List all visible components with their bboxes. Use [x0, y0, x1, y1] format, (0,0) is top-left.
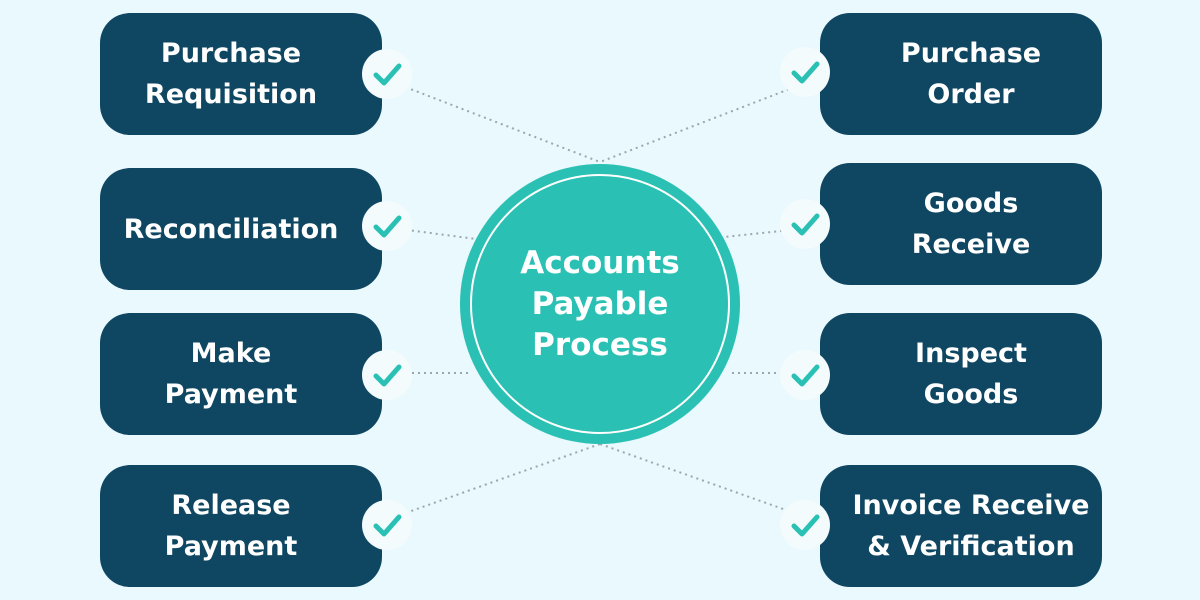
connector-release-payment: [399, 443, 601, 516]
connector-purchase-requisition: [399, 84, 601, 163]
step-label: Reconciliation: [123, 213, 339, 245]
check-icon: [780, 500, 830, 550]
step-invoice-receive-verification: Invoice Receive & Verification: [820, 465, 1102, 587]
check-icon: [362, 201, 412, 251]
step-label: Make Payment: [164, 338, 298, 410]
step-release-payment: Release Payment: [100, 465, 382, 587]
step-goods-receive: Goods Receive: [820, 163, 1102, 285]
hub-title: Accounts Payable Process: [520, 244, 680, 363]
check-icon: [780, 47, 830, 97]
step-label: Inspect Goods: [915, 338, 1027, 410]
connector-purchase-order: [599, 84, 801, 163]
step-label: Purchase Requisition: [144, 38, 318, 110]
check-icon: [362, 49, 412, 99]
connector-reconciliation: [399, 228, 477, 240]
step-purchase-order: Purchase Order: [820, 13, 1102, 135]
step-label: Invoice Receive & Verification: [852, 490, 1090, 562]
check-icon: [780, 350, 830, 400]
check-icon: [362, 350, 412, 400]
step-inspect-goods: Inspect Goods: [820, 313, 1102, 435]
step-make-payment: Make Payment: [100, 313, 382, 435]
check-icon: [362, 500, 412, 550]
step-reconciliation: Reconciliation: [100, 168, 382, 290]
step-label: Purchase Order: [900, 38, 1042, 110]
hub-inner-circle: Accounts Payable Process: [470, 174, 730, 434]
connector-invoice-receive: [599, 443, 801, 516]
check-icon: [780, 199, 830, 249]
step-label: Release Payment: [164, 490, 298, 562]
step-purchase-requisition: Purchase Requisition: [100, 13, 382, 135]
step-label: Goods Receive: [911, 188, 1031, 260]
